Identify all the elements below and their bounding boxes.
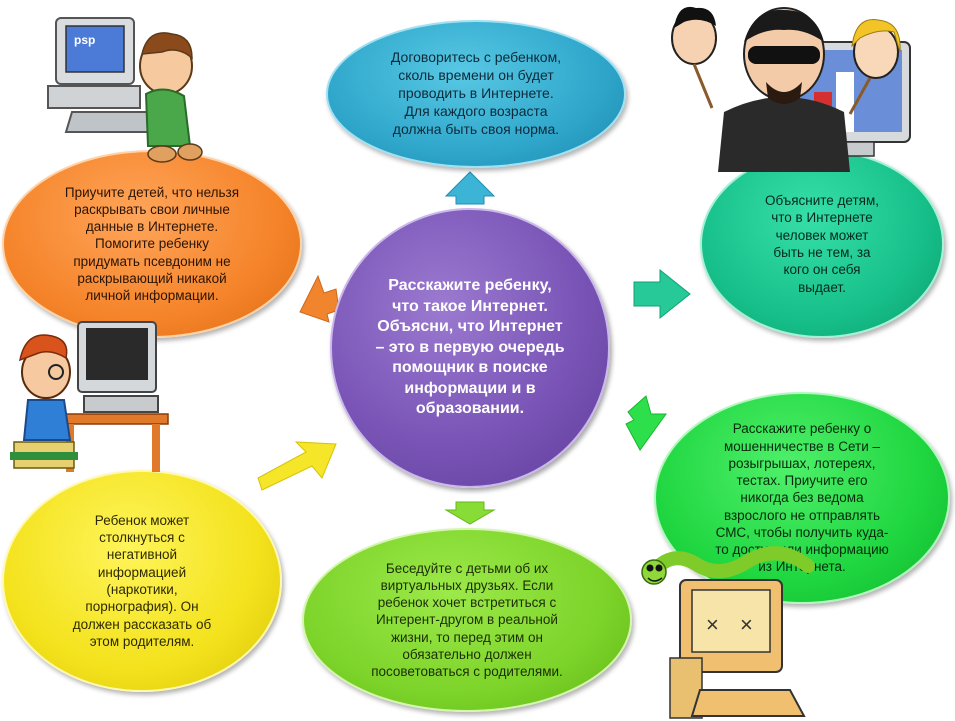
node-time-limit-text: Договоритесь с ребенком, сколь времени о…: [390, 49, 562, 137]
arrow-to-bottom: [444, 501, 496, 525]
psp-screen-label: psp: [74, 33, 95, 47]
node-personal-data: Приучите детей, что нельзя раскрывать св…: [2, 150, 302, 338]
center-text: Расскажите ребенку, что такое Интернет. …: [375, 277, 565, 418]
node-identity-text: Объясните детям, что в Интернете человек…: [764, 193, 880, 295]
node-fraud-text: Расскажите ребенку о мошенничестве в Сет…: [715, 421, 889, 575]
arrow-to-top: [444, 171, 496, 205]
svg-text:×: ×: [706, 612, 719, 637]
node-negative-info-text: Ребенок может столкнуться с негативной и…: [72, 512, 212, 649]
center-node: Расскажите ребенку, что такое Интернет. …: [330, 208, 610, 488]
node-virtual-friends: Беседуйте с детьми об их виртуальных дру…: [302, 528, 632, 712]
svg-text:×: ×: [740, 612, 753, 637]
node-personal-data-text: Приучите детей, что нельзя раскрывать св…: [64, 184, 240, 304]
child-at-computer-icon: psp: [47, 17, 203, 163]
arrow-to-low-right: [625, 395, 667, 451]
arrow-to-right: [633, 268, 691, 320]
masked-man-with-masks-icon: [671, 6, 911, 172]
node-negative-info: Ребенок может столкнуться с негативной и…: [2, 470, 282, 692]
boy-at-computer-icon: [10, 321, 169, 472]
arrow-to-low-left: [257, 441, 337, 491]
node-virtual-friends-text: Беседуйте с детьми об их виртуальных дру…: [371, 560, 563, 680]
node-time-limit: Договоритесь с ребенком, сколь времени о…: [326, 20, 626, 168]
node-identity: Объясните детям, что в Интернете человек…: [700, 150, 944, 338]
worm-on-broken-computer-icon: × ×: [641, 546, 815, 719]
